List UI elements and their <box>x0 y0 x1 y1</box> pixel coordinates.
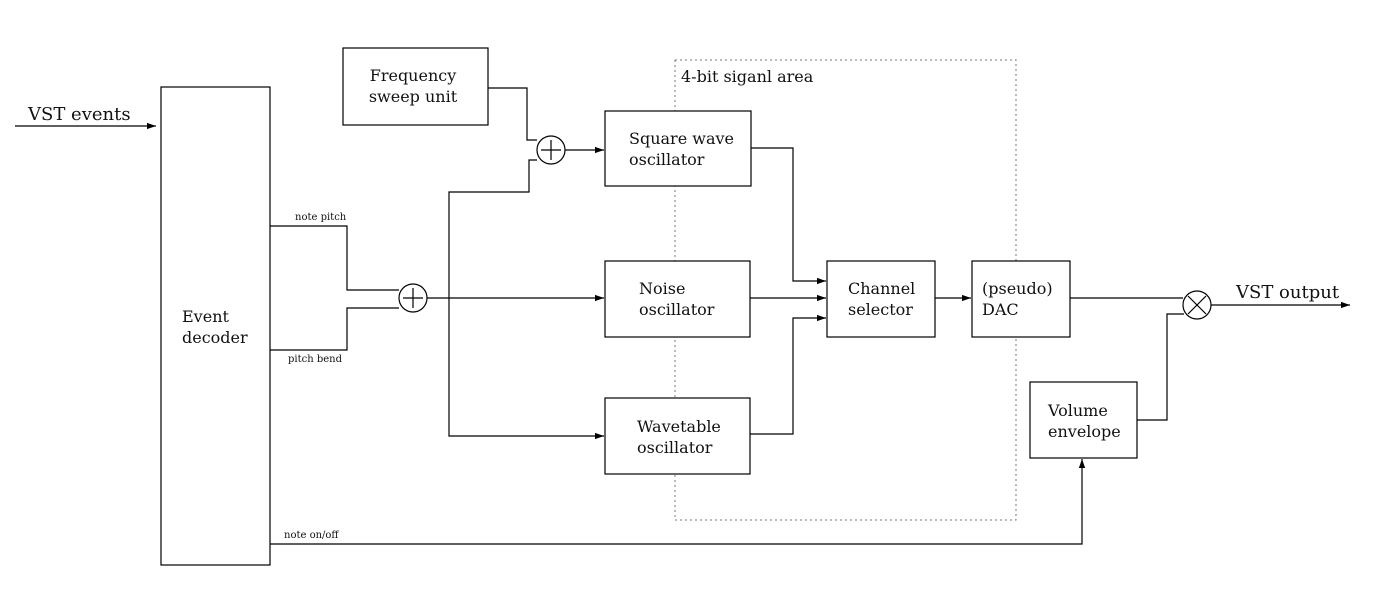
square-to-selector-arrow <box>751 147 826 285</box>
noise-oscillator-block: Noise oscillator <box>604 260 751 338</box>
wavetable-oscillator-block: Wavetable oscillator <box>604 397 751 475</box>
event-decoder-block: Event decoder <box>160 86 271 566</box>
envelope-to-multiplier-wire <box>1137 313 1184 421</box>
dac-label-line2: DAC <box>982 300 1019 319</box>
pitch-adder-operator <box>398 283 428 313</box>
sweep-to-adder-wire <box>488 87 537 141</box>
pitch-to-sweep-adder-wire <box>448 159 537 298</box>
channel-selector-label-line1: Channel <box>848 279 915 298</box>
wavetable-label-line2: oscillator <box>637 438 713 457</box>
pitch-bend-label: pitch bend <box>288 354 343 365</box>
channel-selector-block: Channel selector <box>826 260 936 338</box>
note-onoff-arrow <box>270 459 1086 545</box>
channel-selector-label-line2: selector <box>848 300 913 319</box>
frequency-adder-operator <box>536 135 566 165</box>
square-wave-oscillator-block: Square wave oscillator <box>604 110 752 187</box>
note-pitch-label: note pitch <box>295 212 347 223</box>
note-onoff-label: note on/off <box>284 530 339 541</box>
event-decoder-label-line1: Event <box>182 307 229 326</box>
dac-label-line1: (pseudo) <box>982 279 1053 298</box>
frequency-sweep-block: Frequency sweep unit <box>342 47 489 126</box>
volume-envelope-label-line2: envelope <box>1048 422 1121 441</box>
pitch-to-wavetable-arrow <box>448 298 604 440</box>
event-decoder-label-line2: decoder <box>182 328 248 347</box>
output-label: VST output <box>1235 282 1340 303</box>
volume-envelope-label-line1: Volume <box>1047 401 1108 420</box>
noise-label-line2: oscillator <box>639 300 715 319</box>
volume-envelope-block: Volume envelope <box>1029 381 1138 459</box>
frequency-sweep-label-line1: Frequency <box>370 66 457 85</box>
note-pitch-wire <box>270 225 399 291</box>
wavetable-to-selector-arrow <box>750 314 826 435</box>
signal-area-label: 4-bit siganl area <box>681 67 814 86</box>
wavetable-label-line1: Wavetable <box>637 417 721 436</box>
frequency-sweep-label-line2: sweep unit <box>369 87 458 106</box>
dac-block: (pseudo) DAC <box>971 260 1071 338</box>
input-label: VST events <box>27 104 131 125</box>
square-wave-label-line2: oscillator <box>629 150 705 169</box>
pitch-bend-wire <box>270 307 399 351</box>
output-multiplier-operator <box>1182 290 1212 320</box>
square-wave-label-line1: Square wave <box>629 129 734 148</box>
noise-label-line1: Noise <box>639 279 685 298</box>
